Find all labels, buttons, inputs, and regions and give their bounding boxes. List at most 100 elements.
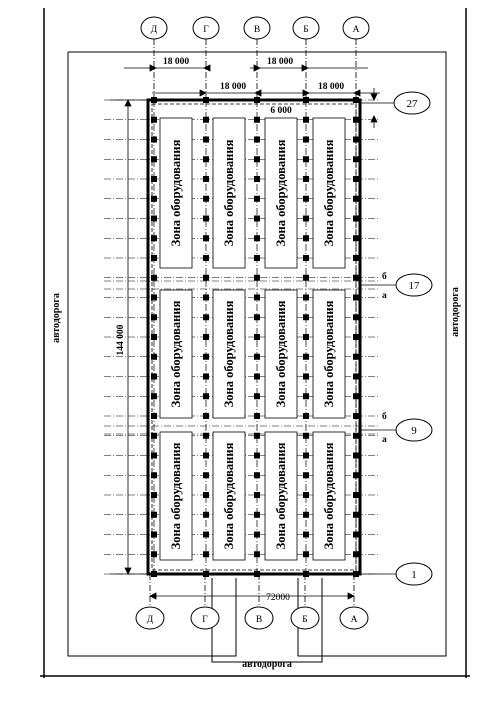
road-label-right: автодорога [450, 287, 461, 337]
column-marker [254, 531, 260, 538]
column-marker [353, 294, 359, 301]
column-marker [254, 452, 260, 459]
column-markers [151, 97, 359, 577]
zone-label: Зона оборудования [274, 300, 288, 407]
column-marker [303, 215, 309, 222]
column-marker [353, 314, 359, 321]
column-marker [353, 432, 359, 439]
column-marker [353, 156, 359, 163]
column-marker [303, 531, 309, 538]
column-marker [203, 492, 209, 498]
column-marker [353, 571, 359, 577]
axis-label: А [353, 25, 360, 35]
axis-label: В [254, 25, 260, 35]
zone-label: Зона оборудования [274, 442, 288, 549]
column-marker [151, 156, 157, 163]
column-marker [254, 492, 260, 498]
column-marker [254, 432, 260, 439]
column-marker [151, 393, 157, 400]
column-marker [254, 571, 260, 577]
column-marker [151, 551, 157, 558]
equipment-zones [159, 117, 346, 561]
column-marker [151, 432, 157, 439]
column-marker [151, 334, 157, 340]
road-label-left: автодорога [51, 293, 62, 343]
column-marker [203, 156, 209, 163]
row-label: 9 [411, 425, 417, 437]
zone-label: Зона оборудования [322, 139, 336, 246]
equipment-zone [264, 431, 298, 561]
column-marker [353, 413, 359, 419]
column-marker [203, 353, 209, 360]
column-marker [203, 136, 209, 143]
column-marker [203, 571, 209, 577]
column-marker [151, 452, 157, 459]
column-marker [151, 353, 157, 360]
column-marker [303, 176, 309, 182]
column-marker [203, 531, 209, 538]
axis-bubble [290, 606, 320, 630]
column-marker [203, 116, 209, 123]
column-marker [303, 156, 309, 163]
column-marker [254, 116, 260, 123]
equipment-zone [212, 117, 246, 269]
column-marker [151, 294, 157, 301]
column-marker [203, 413, 209, 419]
axis-label: Б [302, 615, 307, 625]
column-marker [353, 136, 359, 143]
axis-label: Г [202, 615, 208, 625]
column-marker [353, 472, 359, 479]
column-marker [353, 531, 359, 538]
column-marker [254, 314, 260, 321]
column-marker [151, 255, 157, 261]
column-marker [353, 373, 359, 380]
row-label: 27 [407, 98, 419, 110]
axis-label: А [351, 615, 358, 625]
road-label-bottom: автодорога [242, 659, 292, 670]
dim-span-4: 18 000 [318, 82, 344, 92]
column-marker [254, 215, 260, 222]
column-marker [303, 472, 309, 479]
column-marker [303, 393, 309, 400]
zone-label: Зона оборудования [322, 442, 336, 549]
column-marker [303, 353, 309, 360]
top-axis-markers: Д Г В Б А [140, 16, 370, 40]
axis-bubble [190, 606, 220, 630]
column-marker [303, 255, 309, 261]
column-marker [303, 413, 309, 419]
column-marker [254, 235, 260, 242]
column-marker [203, 373, 209, 380]
joint-mark-b: б [382, 271, 387, 282]
dim-total-length: 144 000 [116, 324, 126, 355]
column-marker [353, 255, 359, 261]
column-marker [303, 136, 309, 143]
column-marker [303, 274, 309, 281]
column-marker [303, 551, 309, 558]
column-marker [203, 551, 209, 558]
column-marker [151, 571, 157, 577]
column-marker [254, 373, 260, 380]
zone-label: Зона оборудования [169, 300, 183, 407]
column-marker [151, 492, 157, 498]
column-marker [353, 511, 359, 518]
dim-span-3: 18 000 [267, 57, 293, 67]
equipment-zone [159, 117, 193, 269]
column-marker [151, 195, 157, 202]
axis-bubble [339, 606, 369, 630]
column-marker [254, 255, 260, 261]
column-marker [353, 116, 359, 123]
column-marker [254, 334, 260, 340]
column-marker [303, 452, 309, 459]
column-marker [353, 274, 359, 281]
column-marker [151, 116, 157, 123]
joint-mark-a: а [382, 291, 387, 301]
column-marker [353, 235, 359, 242]
dim-span-2: 18 000 [220, 82, 246, 92]
axis-label: Д [151, 25, 158, 35]
bottom-axis-markers: Д Г В Б А [135, 606, 369, 630]
column-marker [254, 195, 260, 202]
zone-labels: Зона оборудования Зона оборудования Зона… [169, 139, 336, 549]
column-marker [151, 472, 157, 479]
column-marker [353, 393, 359, 400]
equipment-zone [212, 289, 246, 419]
